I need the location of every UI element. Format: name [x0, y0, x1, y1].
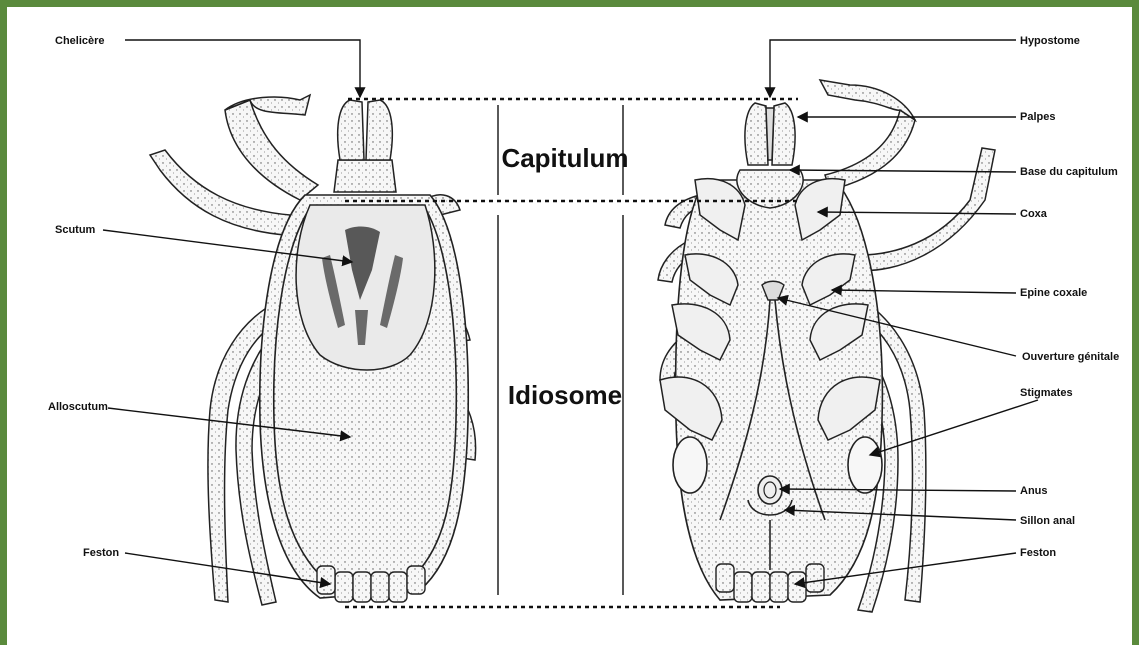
label-base-capitulum: Base du capitulum	[1020, 166, 1118, 178]
capitulum-title: Capitulum	[501, 143, 628, 173]
label-coxa: Coxa	[1020, 208, 1048, 220]
label-feston-left: Feston	[83, 547, 119, 559]
label-epine-coxale: Epine coxale	[1020, 287, 1087, 299]
label-ouverture-genitale: Ouverture génitale	[1022, 351, 1119, 363]
ventral-capitulum	[737, 103, 803, 208]
label-alloscutum: Alloscutum	[48, 401, 108, 413]
dorsal-capitulum	[334, 100, 396, 192]
ventral-tick	[658, 80, 995, 612]
label-hypostome: Hypostome	[1020, 35, 1080, 47]
label-feston-right: Feston	[1020, 547, 1056, 559]
label-scutum: Scutum	[55, 224, 96, 236]
pointer-chelicere	[125, 40, 360, 97]
label-chelicere: Chelicère	[55, 35, 105, 47]
pointer-hypostome	[770, 40, 1016, 97]
dorsal-tick	[150, 95, 476, 605]
region-dividers	[498, 105, 623, 595]
label-stigmates: Stigmates	[1020, 387, 1073, 399]
label-anus: Anus	[1020, 485, 1048, 497]
label-palpes: Palpes	[1020, 111, 1055, 123]
anus	[758, 476, 782, 504]
idiosome-title: Idiosome	[508, 380, 622, 410]
stigmate-left	[673, 437, 707, 493]
label-sillon-anal: Sillon anal	[1020, 515, 1075, 527]
stigmate-right	[848, 437, 882, 493]
